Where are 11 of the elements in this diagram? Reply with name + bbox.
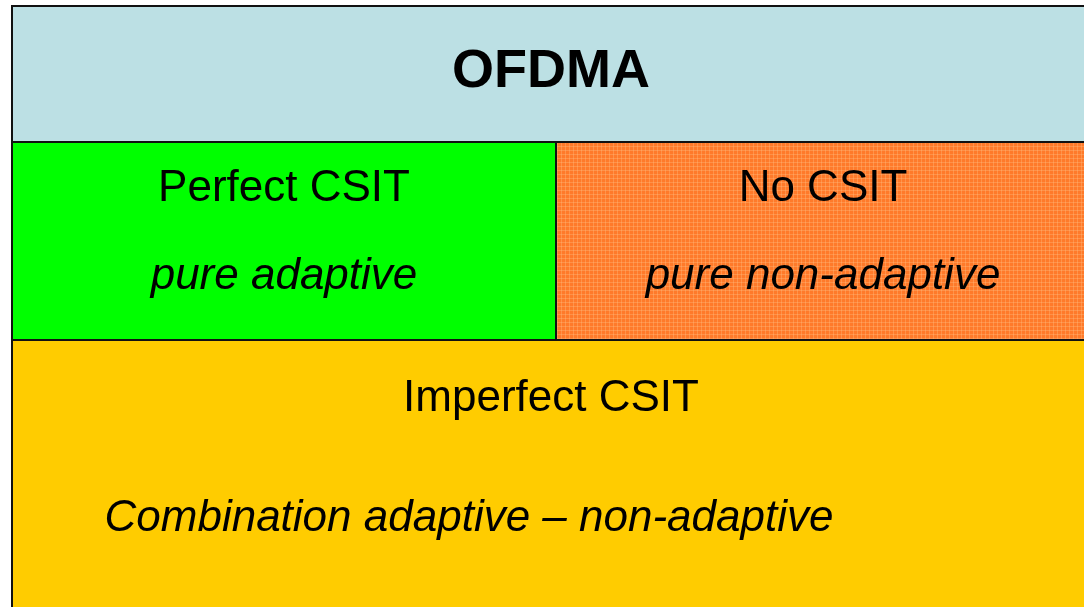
category-band: [11, 339, 1084, 607]
box-description: pure non-adaptive: [645, 249, 1001, 299]
box-heading: No CSIT: [738, 161, 908, 211]
header-title: OFDMA: [452, 37, 650, 99]
category-box: [11, 141, 557, 341]
band-description: Combination adaptive – non-adaptive: [104, 491, 834, 541]
category-box: [555, 141, 1084, 341]
band-heading: Imperfect CSIT: [403, 371, 699, 421]
box-description: pure adaptive: [150, 249, 418, 299]
header-band: [11, 5, 1084, 143]
box-heading: Perfect CSIT: [158, 161, 410, 211]
